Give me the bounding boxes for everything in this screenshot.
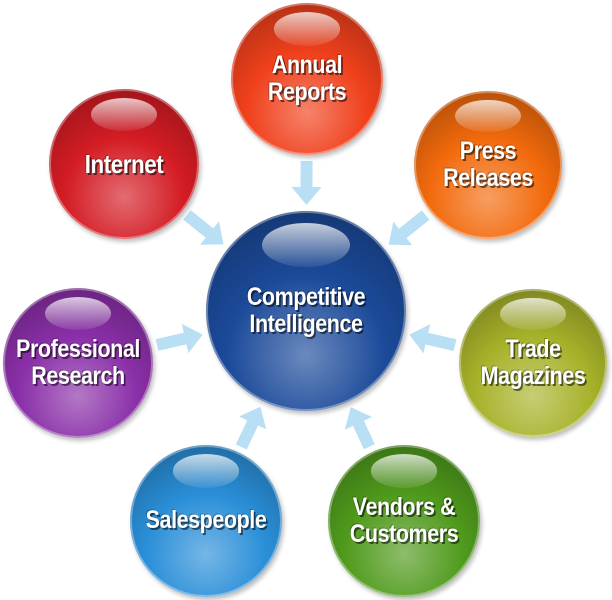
competitive-intelligence-hub: Competitive Intelligence [206,211,406,411]
arrow-press-releases-to-hub [388,210,430,246]
press-releases-label: Press Releases [443,136,533,192]
arrow-trade-magazines-to-hub [409,324,457,354]
press-releases-node: Press Releases [414,91,562,239]
salespeople-node: Salespeople [130,445,282,597]
professional-research-label: Professional Research [16,334,140,390]
internet-label: Internet [84,148,164,179]
hub-label: Competitive Intelligence [246,282,366,338]
arrow-professional-research-to-hub [155,323,203,354]
salespeople-label: Salespeople [145,506,267,535]
arrow-internet-to-hub [183,210,224,245]
vendors-customers-node: Vendors & Customers [328,445,480,597]
arrow-vendors-customers-to-hub [344,407,375,450]
internet-node: Internet [49,89,199,239]
trade-magazines-label: Trade Magazines [480,334,586,390]
arrow-annual-reports-to-hub [291,161,322,205]
vendors-customers-label: Vendors & Customers [349,492,459,548]
annual-reports-node: Annual Reports [231,3,383,155]
annual-reports-label: Annual Reports [267,50,347,106]
arrow-salespeople-to-hub [235,406,267,450]
trade-magazines-node: Trade Magazines [459,289,607,437]
professional-research-node: Professional Research [3,288,153,438]
